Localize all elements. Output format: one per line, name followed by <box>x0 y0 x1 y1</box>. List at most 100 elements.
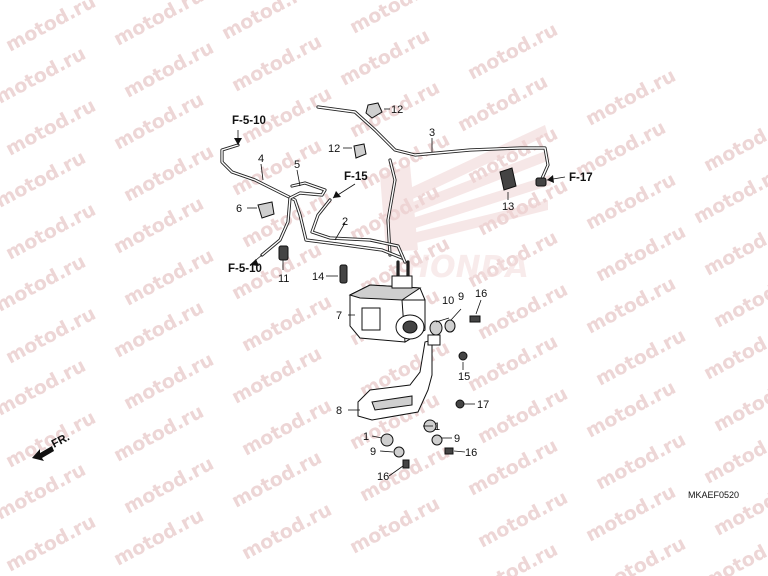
grommet-1-left <box>380 433 394 447</box>
watermark-text: motod.ru <box>582 273 679 339</box>
callout-16-upper: 16 <box>475 288 487 300</box>
watermark-text: motod.ru <box>120 245 217 311</box>
watermark-text: motod.ru <box>238 499 335 565</box>
callout-4: 4 <box>258 153 264 165</box>
watermark-text: motod.ru <box>690 163 768 229</box>
callout-14: 14 <box>312 271 324 283</box>
watermark-text: motod.ru <box>582 65 679 131</box>
diagram-code: MKAEF0520 <box>688 490 739 500</box>
bolt-11 <box>278 245 289 261</box>
watermark-text: motod.ru <box>336 25 433 91</box>
watermark-text: motod.ru <box>464 19 561 85</box>
abs-modulator-7 <box>348 275 426 343</box>
watermark-text: motod.ru <box>592 533 689 576</box>
watermark-text: motod.ru <box>464 331 561 397</box>
callout-12-lower: 12 <box>328 143 340 155</box>
watermark-text: motod.ru <box>474 383 571 449</box>
watermark-text: motod.ru <box>592 429 689 495</box>
watermark-text: motod.ru <box>110 0 207 50</box>
callout-15: 15 <box>458 371 470 383</box>
ref-f-17: F-17 <box>569 172 593 184</box>
watermark-text: motod.ru <box>120 349 217 415</box>
watermark-text: motod.ru <box>700 215 768 281</box>
watermark-text: motod.ru <box>238 291 335 357</box>
watermark-text: motod.ru <box>110 193 207 259</box>
callout-9-left: 9 <box>370 446 376 458</box>
watermark-text: motod.ru <box>710 371 768 437</box>
callout-numbers: 12 3 12 4 5 6 2 11 14 7 8 1 9 16 1 9 16 … <box>236 104 514 483</box>
watermark-text: motod.ru <box>346 0 443 38</box>
watermark-text: motod.ru <box>474 279 571 345</box>
collar-9-right <box>431 434 443 446</box>
callout-3: 3 <box>429 127 435 139</box>
bolt-16-right <box>444 447 454 455</box>
watermark-text: motod.ru <box>238 395 335 461</box>
ref-f-5-10-bottom: F-5-10 <box>228 263 262 275</box>
reference-arrows <box>234 138 554 266</box>
grommet-13 <box>499 167 517 191</box>
watermark-text: motod.ru <box>710 267 768 333</box>
watermark-text: motod.ru <box>700 423 768 489</box>
watermark-text: motod.ru <box>110 297 207 363</box>
watermark-text: motod.ru <box>2 0 99 56</box>
bolt-16-left <box>402 459 410 469</box>
mount-hardware <box>380 315 481 469</box>
callout-13: 13 <box>502 201 514 213</box>
watermark-text: motod.ru <box>346 493 443 559</box>
callout-12-upper: 12 <box>391 104 403 116</box>
watermark-text: motod.ru <box>700 319 768 385</box>
watermark-text: motod.ru <box>2 303 99 369</box>
watermark-text: motod.ru <box>2 95 99 161</box>
callout-2: 2 <box>342 216 348 228</box>
callout-1-left: 1 <box>363 431 369 443</box>
watermark-text: motod.ru <box>228 343 325 409</box>
callout-7: 7 <box>336 310 342 322</box>
callout-16-left: 16 <box>377 471 389 483</box>
callout-11: 11 <box>278 273 289 285</box>
joint-bolt-12-lower <box>353 143 367 159</box>
callout-17: 17 <box>477 399 489 411</box>
joint-bolt-12-upper <box>365 102 383 119</box>
watermark-text: motod.ru <box>474 487 571 553</box>
clamp-6 <box>257 201 275 219</box>
callout-16-right: 16 <box>465 447 477 459</box>
watermark-text: motod.ru <box>228 447 325 513</box>
watermark-text: motod.ru <box>454 71 551 137</box>
watermark-text: motod.ru <box>582 377 679 443</box>
watermark-text: motod.ru <box>120 453 217 519</box>
callout-9-upper: 9 <box>458 291 464 303</box>
honda-logo-text: HONDA <box>405 250 529 285</box>
watermark-text: motod.ru <box>700 527 768 576</box>
watermark-text: motod.ru <box>710 475 768 541</box>
brake-pipes <box>220 105 550 292</box>
callout-9-right: 9 <box>454 433 460 445</box>
callout-8: 8 <box>336 405 342 417</box>
watermark-text: motod.ru <box>582 481 679 547</box>
watermark-text: motod.ru <box>464 539 561 576</box>
callout-5: 5 <box>294 159 300 171</box>
callout-1-right: 1 <box>434 421 440 433</box>
honda-wing-logo: HONDA <box>380 125 551 285</box>
watermark-text: motod.ru <box>120 37 217 103</box>
watermark-text: motod.ru <box>464 435 561 501</box>
grommet-10 <box>429 320 443 336</box>
watermark-text: motod.ru <box>110 401 207 467</box>
watermark-text: motod.ru <box>2 199 99 265</box>
collar-9-left <box>393 446 405 458</box>
watermark-text: motod.ru <box>592 221 689 287</box>
ref-f-15: F-15 <box>344 171 368 183</box>
bolt-16-upper <box>469 315 481 323</box>
front-arrow-icon <box>32 446 54 461</box>
watermark-text: motod.ru <box>120 141 217 207</box>
reference-labels: F-5-10 F-5-10 F-15 F-17 <box>228 115 593 275</box>
bolt-17 <box>455 399 465 409</box>
watermark-text: motod.ru <box>592 325 689 391</box>
watermark-text: motod.ru <box>582 169 679 235</box>
watermark-text: motod.ru <box>2 511 99 576</box>
callout-6: 6 <box>236 203 242 215</box>
watermark-text: motod.ru <box>700 111 768 177</box>
collar-9-upper <box>444 319 456 333</box>
hardware-parts <box>257 102 517 284</box>
ref-f-5-10-top: F-5-10 <box>232 115 266 127</box>
